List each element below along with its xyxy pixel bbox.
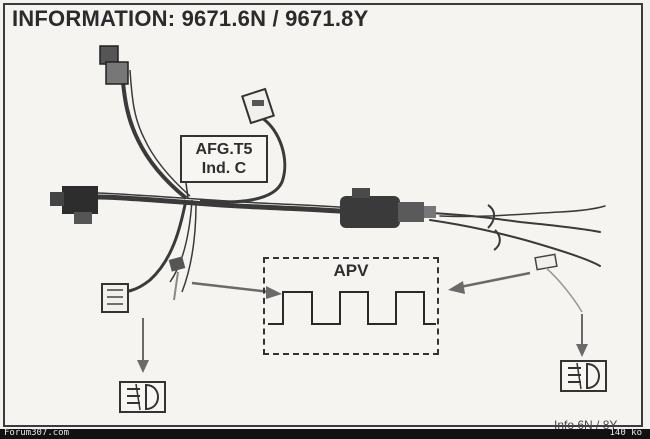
right-connector — [534, 253, 583, 313]
diagram-caption: Info 6N / 8Y — [554, 418, 618, 432]
footer-bar: Forum307.com 140 ko — [0, 428, 650, 439]
footer-site: Forum307.com — [4, 428, 70, 438]
main-harness — [95, 192, 606, 267]
cable-break-marks — [487, 204, 501, 251]
connector-label: AFG.T5 Ind. C — [180, 135, 268, 183]
page-title: INFORMATION: 9671.6N / 9671.8Y — [12, 6, 369, 31]
lower-branch — [117, 199, 197, 294]
connector-label-line2: Ind. C — [201, 160, 247, 177]
left-plug — [50, 186, 98, 224]
label-leader — [185, 182, 189, 199]
side-connector — [199, 87, 287, 204]
apv-label: APV — [333, 261, 369, 280]
connector-label-line1: AFG.T5 — [195, 141, 253, 158]
apv-square-wave — [268, 291, 436, 325]
fog-light-icon — [560, 360, 607, 392]
footer-size: 140 ko — [609, 428, 642, 438]
top-connector — [99, 45, 191, 200]
fog-light-icon — [119, 381, 166, 413]
arrows — [137, 271, 588, 373]
apv-signal-box: APV — [263, 257, 439, 355]
bottom-left-connector — [101, 256, 186, 313]
inline-plug — [340, 188, 436, 228]
